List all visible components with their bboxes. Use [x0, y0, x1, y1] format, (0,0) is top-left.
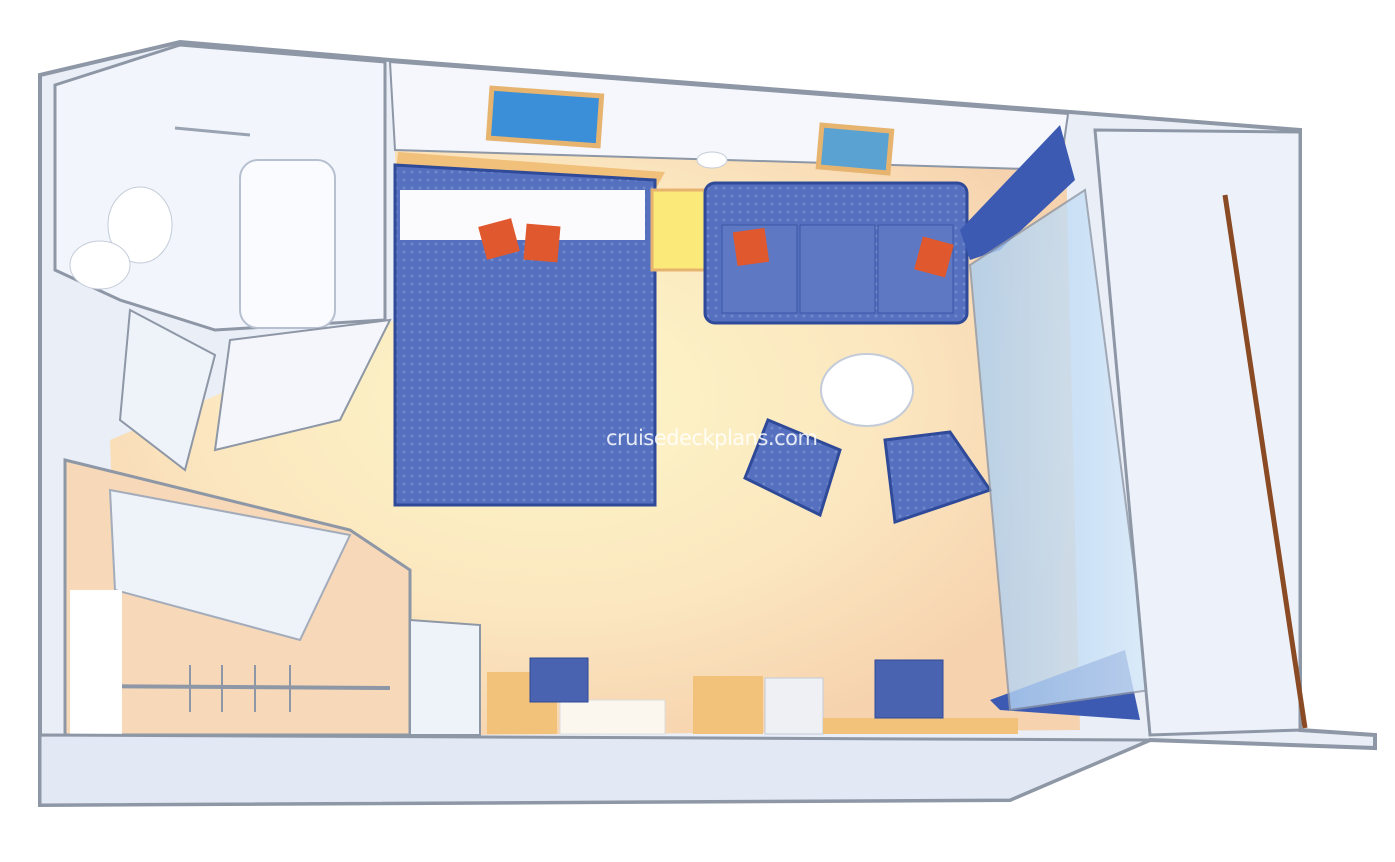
painting-boat	[815, 122, 895, 176]
entry-wall	[213, 318, 392, 452]
bed	[393, 152, 665, 507]
sofa	[703, 181, 969, 325]
bathroom-door[interactable]	[118, 308, 217, 472]
closet	[63, 458, 412, 737]
closet-rod	[69, 684, 391, 690]
bathtub	[239, 159, 336, 329]
sink	[69, 240, 131, 290]
pillow	[523, 223, 561, 263]
front-wall	[38, 733, 1151, 807]
balcony-railing	[1222, 194, 1308, 729]
coffee-table	[820, 353, 914, 427]
pillow	[478, 218, 520, 260]
desk-chair	[529, 657, 589, 703]
closet-door[interactable]	[409, 618, 481, 736]
toilet	[107, 186, 173, 264]
towel-bar	[174, 126, 251, 137]
watermark: cruisedeckplans.com	[606, 426, 818, 450]
armchair	[743, 418, 842, 518]
pillow	[732, 227, 770, 267]
bathroom	[53, 43, 387, 332]
desk	[487, 657, 1018, 735]
desk-chair	[874, 659, 944, 719]
curtain	[960, 125, 1075, 260]
wall-lamp	[696, 151, 728, 169]
pillow	[914, 236, 954, 278]
painting-sky	[485, 85, 605, 149]
balcony	[1093, 128, 1308, 737]
mini-fridge	[764, 677, 824, 735]
